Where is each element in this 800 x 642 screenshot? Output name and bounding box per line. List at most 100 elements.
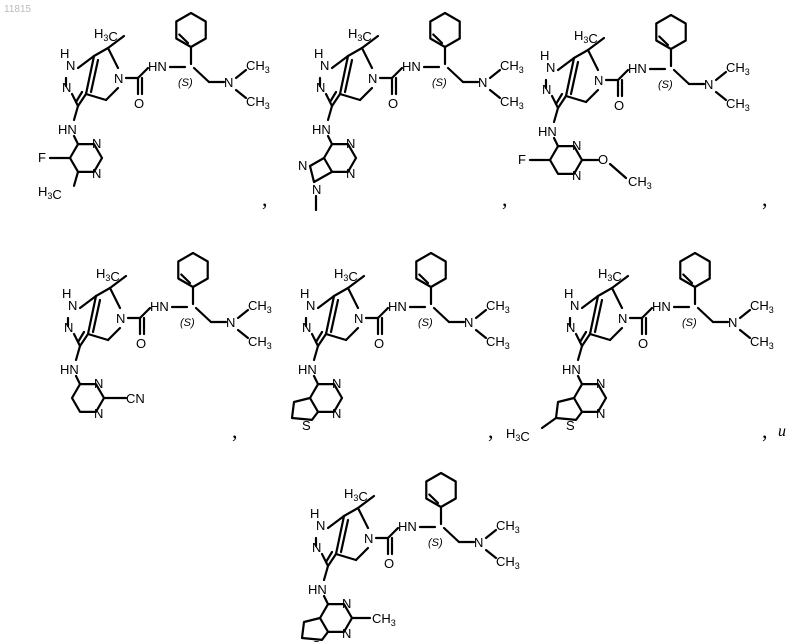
- ring-bond: [598, 288, 612, 296]
- amine-n-label: N: [464, 315, 473, 330]
- aryl-nh-label: HN: [308, 582, 327, 597]
- pyrimidine-n-label: N: [92, 136, 101, 151]
- stereo-label: (S): [658, 79, 673, 91]
- ring-bond: [574, 50, 588, 58]
- aryl-attach-bond: [324, 596, 328, 604]
- n-me-bond: [476, 330, 486, 338]
- structure-m7: HN(S)NCH3CH3ONH3CHNNHNNNSCH3: [302, 473, 520, 642]
- list-separator: ,: [502, 186, 508, 211]
- amine-n-label: N: [478, 75, 487, 90]
- n-me-bond: [490, 70, 500, 78]
- fluoro-label: F: [518, 152, 526, 167]
- urea-bond: [618, 70, 628, 80]
- stereo-label: (S): [418, 317, 433, 329]
- imidazole-n-label: N: [298, 158, 307, 173]
- pyrimidine-n-label: N: [596, 406, 605, 421]
- carbonyl-o-label: O: [614, 98, 624, 113]
- pyrazole-nh-label: N: [320, 58, 329, 73]
- ring-bond: [566, 96, 586, 102]
- ring-bond: [336, 554, 356, 560]
- cyano-label: CN: [126, 391, 145, 406]
- phenyl-ring: [176, 13, 205, 47]
- pyrimidine-n-label: N: [92, 166, 101, 181]
- amine-n-label: N: [728, 315, 737, 330]
- amine-n-label: N: [226, 315, 235, 330]
- pyrrolidine-n-label: N: [594, 73, 603, 88]
- ring-bond: [612, 288, 622, 308]
- aryl-attach-bond: [314, 376, 318, 384]
- pyrazole-nh-label: N: [570, 298, 579, 313]
- ring-bond: [344, 508, 358, 516]
- ring-bond: [588, 50, 598, 70]
- n-methyl-label-2: CH3: [248, 334, 272, 351]
- ring-bond: [88, 334, 108, 340]
- linker-bond: [314, 346, 318, 360]
- phenyl-ring: [680, 253, 709, 287]
- amide-nh-label: HN: [148, 59, 167, 74]
- gem-methyl-label: H3C: [344, 486, 368, 504]
- urea-bond: [388, 528, 398, 538]
- ring-bond: [356, 548, 368, 560]
- pyrimidine-n-label: N: [332, 406, 341, 421]
- pyrimidine-n-label: N: [342, 596, 351, 611]
- pyrazole-nh-label: N: [546, 60, 555, 75]
- ch2-bond: [444, 528, 459, 542]
- gem-methyl-label: H3C: [574, 28, 598, 46]
- n-me-bond: [486, 550, 496, 558]
- aryl-methyl-label: H3C: [38, 184, 62, 202]
- imidazole-n-label: N: [312, 182, 321, 197]
- n-methyl-label-1: CH3: [496, 518, 520, 535]
- urea-bond: [642, 308, 652, 318]
- list-separator: ,: [262, 186, 268, 211]
- amine-n-label: N: [704, 77, 713, 92]
- phenyl-ring: [656, 15, 685, 49]
- amide-nh-label: HN: [402, 59, 421, 74]
- thiophene-ring: [292, 398, 318, 420]
- ch2-bond: [698, 308, 713, 322]
- aryl-attach-bond: [328, 136, 332, 144]
- gem-methyl-label: H3C: [348, 26, 372, 44]
- n-me-bond: [486, 530, 496, 538]
- ring-bond: [340, 94, 360, 100]
- pyrrolidine-n-label: N: [368, 71, 377, 86]
- pyrimidine-n-label: N: [332, 376, 341, 391]
- pyrimidine-n-label: N: [572, 138, 581, 153]
- aryl-nh-label: HN: [312, 122, 331, 137]
- urea-bond: [392, 68, 402, 78]
- ring-bond: [590, 334, 610, 340]
- aryl-nh-label: HN: [60, 362, 79, 377]
- pyrazole-nh-label: N: [306, 298, 315, 313]
- urea-bond: [378, 308, 388, 318]
- linker-bond: [76, 346, 80, 360]
- carbonyl-o-label: O: [384, 556, 394, 571]
- ethoxy-o-label: O: [598, 152, 608, 167]
- ring-bond: [106, 88, 118, 100]
- n-methyl-label-1: CH3: [486, 298, 510, 315]
- n-me-bond: [490, 90, 500, 98]
- thiophene-s-label: S: [312, 638, 321, 642]
- stereo-label: (S): [178, 77, 193, 89]
- structure-m2: HN(S)NCH3CH3ONH3CHNNHNNNNN: [298, 13, 524, 210]
- list-separator: ,: [762, 418, 768, 443]
- methyl-bond: [74, 172, 78, 186]
- pyrrolidine-n-label: N: [618, 311, 627, 326]
- carbonyl-o-label: O: [388, 96, 398, 111]
- amine-n-label: N: [474, 535, 483, 550]
- conjunction-label: и: [778, 423, 786, 440]
- carbonyl-o-label: O: [134, 96, 144, 111]
- n-me-bond: [740, 310, 750, 318]
- ch2-bond: [674, 70, 689, 84]
- pyrimidine-n-label: N: [342, 626, 351, 641]
- amide-nh-label: HN: [652, 299, 671, 314]
- pyrrolidine-n-label: N: [354, 311, 363, 326]
- amide-nh-label: HN: [388, 299, 407, 314]
- amine-n-label: N: [224, 75, 233, 90]
- gem-methyl-label: H3C: [598, 266, 622, 284]
- list-separator: ,: [232, 418, 238, 443]
- pyrrolidine-n-label: N: [114, 71, 123, 86]
- carbonyl-o-label: O: [374, 336, 384, 351]
- ring-bond: [346, 328, 358, 340]
- stereo-label: (S): [428, 537, 443, 549]
- urea-bond: [140, 308, 150, 318]
